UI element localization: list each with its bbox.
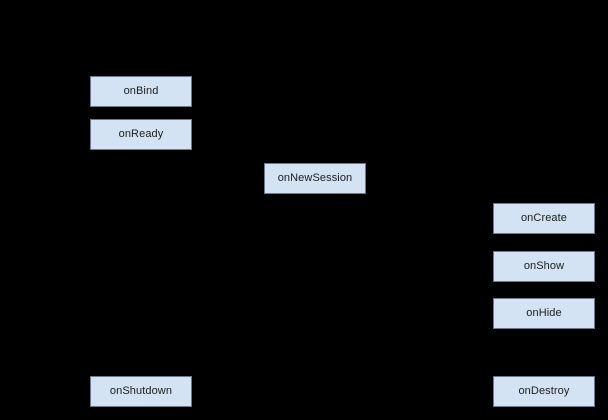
node-label: onCreate: [520, 212, 568, 224]
node-label: onShutdown: [109, 385, 173, 397]
node-label: onNewSession: [277, 172, 353, 184]
node-label: onHide: [526, 307, 562, 319]
node-on-shutdown[interactable]: onShutdown: [90, 376, 192, 407]
node-on-bind[interactable]: onBind: [90, 76, 192, 107]
node-label: onReady: [118, 128, 164, 140]
node-on-hide[interactable]: onHide: [493, 298, 595, 329]
node-on-ready[interactable]: onReady: [90, 119, 192, 150]
node-label: onShow: [523, 260, 565, 272]
node-label: onDestroy: [518, 385, 570, 397]
node-on-new-session[interactable]: onNewSession: [264, 163, 366, 194]
node-on-show[interactable]: onShow: [493, 251, 595, 282]
node-on-create[interactable]: onCreate: [493, 203, 595, 234]
node-on-destroy[interactable]: onDestroy: [493, 376, 595, 407]
node-label: onBind: [123, 85, 159, 97]
